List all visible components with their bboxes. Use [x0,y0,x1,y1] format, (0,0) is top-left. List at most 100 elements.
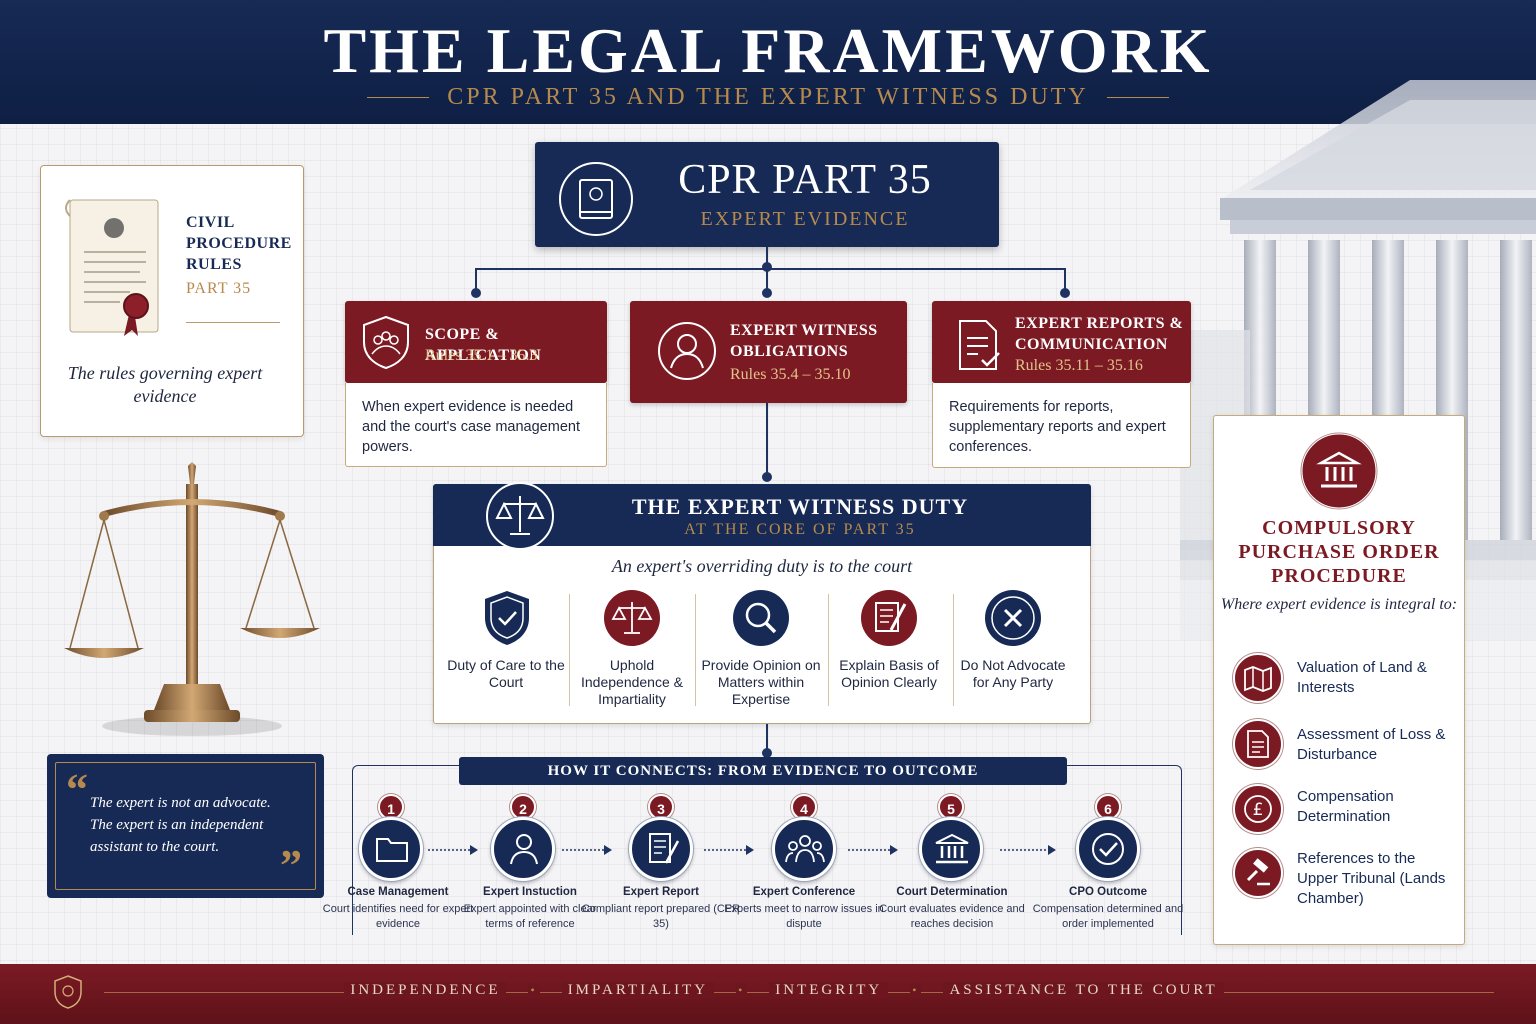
cpr-subtitle: EXPERT EVIDENCE [700,208,910,230]
footer-separator: • [736,983,748,998]
duty-item-care: Duty of Care to the Court [447,657,565,690]
connector-node [762,288,772,298]
cpo-item-compensation: Compensation Determination [1297,788,1394,825]
duty-divider [828,594,829,706]
cpo-subtitle: Where expert evidence is integral to: [1220,596,1458,613]
document-icon [1247,730,1269,758]
duty-item-explain: Explain Basis of Opinion Clearly [839,657,939,690]
step-circle [629,817,693,881]
footer-value-integrity: INTEGRITY [769,982,889,999]
step-title: Case Management [347,886,449,898]
step-circle [772,817,836,881]
civil-card-caption: The rules governing expert evidence [67,363,263,406]
cpo-icon-badge [1233,719,1283,769]
civil-card-title: CIVIL PROCEDURE RULES [186,214,292,273]
arrow-right-icon [562,845,612,855]
connector-right [1064,268,1066,290]
expert-obligations-rules: Rules 35.4 – 35.10 [730,366,851,383]
cpr-title: CPR PART 35 [678,157,932,203]
footer-separator: • [910,983,922,998]
page-title: THE LEGAL FRAMEWORK [323,15,1213,86]
cpo-item-valuation: Valuation of Land & Interests [1297,659,1427,696]
step-number: 2 [510,794,536,820]
connector-left [475,268,477,290]
report-icon [649,833,680,864]
scales-icon [604,590,660,646]
quote-box [47,754,324,898]
step-title: Court Determination [896,886,1008,898]
footer-value-independence: INDEPENDENCE [344,982,507,999]
connector-node [762,748,772,758]
person-icon [510,834,538,865]
open-quote-mark: “ [66,765,88,814]
header-banner [0,0,1536,124]
expert-reports-description: Requirements for reports, supplementary … [932,383,1191,468]
page-subtitle: CPR PART 35 AND THE EXPERT WITNESS DUTY [447,84,1089,110]
person-circle-icon [658,322,716,380]
scope-application-rules: Rules 35.1 – 35.3 [425,347,538,364]
step-title: Expert Instuction [483,886,577,898]
courthouse-icon [1299,431,1379,511]
check-circle-icon [1092,833,1124,865]
shield-people-icon [363,315,409,370]
quote-text: The expert is not an advocate. The exper… [90,795,271,855]
connector-node [762,262,772,272]
scales-icon [486,482,554,550]
step-description: Compliant report prepared (CPR 35) [581,903,741,930]
step-description: Court identifies need for expert evidenc… [322,903,474,930]
shield-check-icon [485,591,529,645]
step-circle [1076,817,1140,881]
civil-card-divider [186,322,280,323]
expert-reports-title: EXPERT REPORTS & COMMUNICATION [1015,315,1184,353]
close-quote-mark: ” [280,841,302,890]
step-number: 3 [648,794,674,820]
arrow-right-icon [704,845,754,855]
step-description: Court evaluates evidence and reaches dec… [879,903,1025,930]
process-banner: HOW IT CONNECTS: FROM EVIDENCE TO OUTCOM… [459,757,1067,785]
duty-title: THE EXPERT WITNESS DUTY [631,494,969,519]
group-icon [785,835,825,863]
cpo-item-loss: Assessment of Loss & Disturbance [1297,726,1446,763]
duty-divider [695,594,696,706]
step-title: CPO Outcome [1069,886,1147,898]
duty-divider [569,594,570,706]
step-circle [919,817,983,881]
step-description: Compensation determined and order implem… [1032,903,1184,930]
step-description: Expert appointed with clear terms of ref… [463,903,597,930]
connector-middle [766,268,768,290]
svg-text:£: £ [1253,800,1264,820]
connector-to-duty [766,402,768,474]
expert-obligations-title: EXPERT WITNESS OBLIGATIONS [730,322,878,360]
rulebook-icon [559,162,633,236]
cpo-icon-badge [1233,653,1283,703]
map-icon [1244,666,1272,692]
arrow-right-icon [1000,845,1056,855]
arrow-right-icon [428,845,478,855]
footer-separator: • [528,983,540,998]
cpo-item-tribunal: References to the Upper Tribunal (Lands … [1297,850,1446,907]
duty-item-no-advocacy: Do Not Advocate for Any Party [960,657,1066,690]
x-circle-icon [985,590,1041,646]
expert-reports-rules: Rules 35.11 – 35.16 [1015,357,1143,374]
courthouse-icon [935,833,969,864]
cpo-icon-badge [1233,848,1283,898]
footer-values: INDEPENDENCE • IMPARTIALITY • INTEGRITY … [104,982,1464,999]
folder-icon [376,838,408,862]
civil-card-part: PART 35 [186,280,252,297]
step-description: Experts meet to narrow issues in dispute [724,903,884,930]
scope-application-header [345,301,607,383]
duty-item-independence: Uphold Independence & Impartiality [581,657,683,707]
magnifier-icon [733,590,789,646]
scales-of-justice-illustration [64,462,320,736]
scope-application-description: When expert evidence is needed and the c… [345,383,607,467]
document-pen-icon [861,590,917,646]
duty-subtitle: AT THE CORE OF PART 35 [684,521,916,538]
duty-item-expertise: Provide Opinion on Matters within Expert… [701,657,821,707]
cpo-icon-badge [1233,784,1283,834]
scope-application-title: SCOPE & APPLICATION [425,326,542,364]
connector-node [762,472,772,482]
connector-cpr-down [766,247,768,269]
crest-icon [54,975,82,1009]
footer-value-impartiality: IMPARTIALITY [561,982,715,999]
page-subtitle-row: CPR PART 35 AND THE EXPERT WITNESS DUTY [0,84,1536,111]
